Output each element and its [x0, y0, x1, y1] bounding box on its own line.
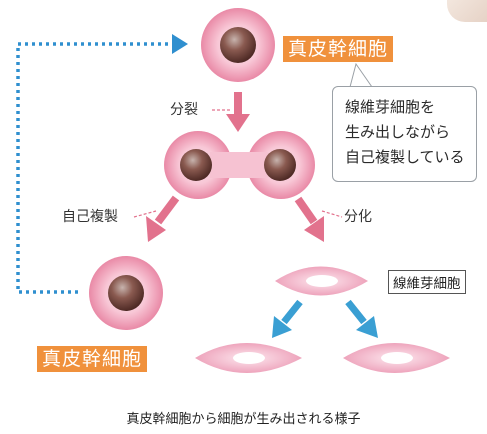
- photo-corner-fragment: [447, 0, 487, 22]
- division-label: 分裂: [170, 102, 198, 118]
- self-renewal-label: 自己複製: [62, 209, 118, 225]
- fibroblast-arrow-left: [272, 299, 303, 338]
- callout-line-3: 自己複製している: [345, 148, 465, 166]
- stem-cell-label-bottom: 真皮幹細胞: [37, 346, 148, 372]
- callout-box: 線維芽細胞を 生み出しながら 自己複製している: [332, 86, 477, 182]
- fibroblast-cell-right: [343, 343, 450, 373]
- callout-line-2: 生み出しながら: [345, 123, 451, 141]
- callout-pointer: [349, 62, 373, 88]
- fibroblast-cell-left: [195, 343, 302, 373]
- dividing-cell: [164, 131, 315, 199]
- fibroblast-label: 線維芽細胞: [388, 270, 466, 294]
- self-renewal-arrow: [146, 195, 180, 242]
- fibroblast-cell-main: [275, 266, 368, 296]
- loop-arrowhead: [172, 34, 188, 54]
- differentiation-label: 分化: [344, 209, 372, 225]
- fibroblast-arrow-right: [345, 299, 378, 338]
- differentiation-arrow: [294, 196, 324, 242]
- callout-line-1: 線維芽細胞を: [345, 98, 436, 116]
- figure-caption: 真皮幹細胞から細胞が生み出される様子: [126, 412, 361, 427]
- stem-cell-label-top: 真皮幹細胞: [283, 36, 394, 62]
- stem-cell-bottom: [89, 256, 163, 330]
- stem-cell-top: [201, 8, 275, 82]
- differentiation-leader: [321, 210, 343, 218]
- self-renewal-loop-line: [16, 42, 172, 294]
- self-renewal-leader: [133, 210, 157, 218]
- division-arrow: [226, 92, 250, 132]
